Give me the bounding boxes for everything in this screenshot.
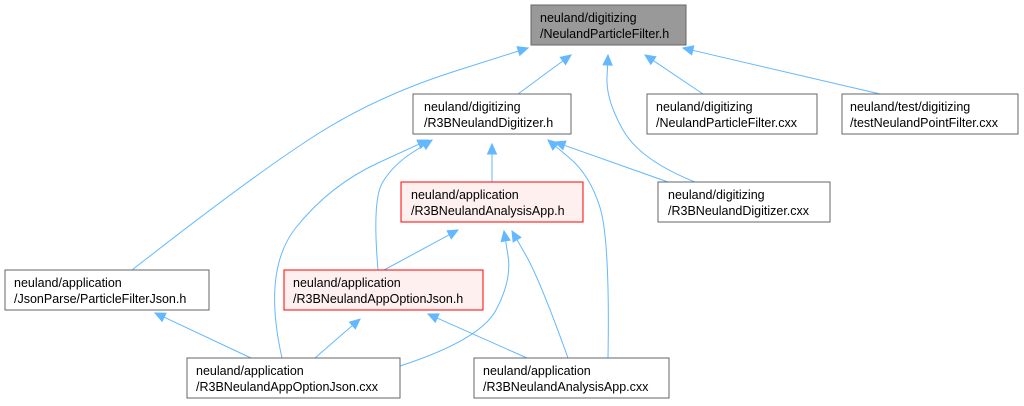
- edge-app-option-json-cxx-to-app-option-json-h: [314, 318, 361, 359]
- node-analysis-app-cxx[interactable]: neuland/application /R3BNeulandAnalysisA…: [473, 357, 670, 399]
- edge-digitizer-cxx-to-particle-filter-h: [602, 53, 696, 183]
- node-particle-filter-h-line2: /NeulandParticleFilter.h: [540, 27, 669, 41]
- node-app-option-json-cxx-line1: neuland/application: [196, 364, 304, 378]
- node-particle-filter-json-h-line2: /JsonParse/ParticleFilterJson.h: [14, 292, 186, 306]
- node-test-point-filter-cxx-line1: neuland/test/digitizing: [850, 100, 970, 114]
- node-analysis-app-cxx-line1: neuland/application: [483, 364, 591, 378]
- node-particle-filter-cxx-line1: neuland/digitizing: [656, 100, 753, 114]
- node-particle-filter-cxx-line2: /NeulandParticleFilter.cxx: [656, 116, 798, 130]
- node-digitizer-h-line2: /R3BNeulandDigitizer.h: [424, 116, 553, 130]
- edge-arrowhead: [511, 229, 522, 243]
- edge-line: [555, 146, 609, 359]
- edge-arrowhead: [500, 229, 511, 243]
- node-app-option-json-h-line1: neuland/application: [293, 276, 401, 290]
- node-app-option-json-h[interactable]: neuland/application /R3BNeulandAppOption…: [283, 269, 484, 311]
- edge-analysis-app-cxx-to-app-option-json-h: [426, 313, 528, 359]
- edge-app-option-json-cxx-to-digitizer-h: [274, 139, 430, 359]
- edge-app-option-json-cxx-to-particle-filter-json-h: [153, 312, 252, 359]
- edge-arrowhead: [446, 229, 460, 240]
- edge-line: [653, 60, 704, 95]
- edge-line: [606, 64, 696, 183]
- node-test-point-filter-cxx-line2: /testNeulandPointFilter.cxx: [850, 116, 999, 130]
- edge-analysis-app-h-to-digitizer-h: [486, 142, 498, 182]
- edge-line: [517, 60, 564, 95]
- edge-arrowhead: [602, 53, 613, 66]
- node-digitizer-cxx[interactable]: neuland/digitizing /R3BNeulandDigitizer.…: [657, 181, 831, 223]
- node-analysis-app-h[interactable]: neuland/application /R3BNeulandAnalysisA…: [400, 181, 584, 223]
- edge-arrowhead: [643, 54, 657, 66]
- edge-line: [131, 50, 519, 271]
- edge-line: [314, 325, 353, 359]
- edge-arrowhead: [559, 54, 572, 66]
- node-digitizer-cxx-line2: /R3BNeulandDigitizer.cxx: [668, 204, 810, 218]
- edges-layer: [131, 45, 881, 367]
- node-particle-filter-cxx[interactable]: neuland/digitizing /NeulandParticleFilte…: [646, 93, 818, 135]
- edge-arrowhead: [348, 318, 361, 330]
- nodes-layer: neuland/digitizing /NeulandParticleFilte…: [4, 4, 1019, 399]
- edge-arrowhead: [486, 142, 498, 155]
- edge-line: [163, 316, 252, 359]
- node-app-option-json-h-line2: /R3BNeulandAppOptionJson.h: [293, 292, 463, 306]
- edge-app-option-json-cxx-to-analysis-app-h: [399, 229, 511, 367]
- node-digitizer-h-line1: neuland/digitizing: [424, 100, 521, 114]
- edge-line: [383, 234, 450, 271]
- node-digitizer-cxx-line1: neuland/digitizing: [668, 188, 765, 202]
- node-particle-filter-h-line1: neuland/digitizing: [540, 11, 637, 25]
- edge-line: [516, 239, 569, 359]
- edge-analysis-app-cxx-to-digitizer-h: [547, 139, 609, 359]
- node-analysis-app-h-line1: neuland/application: [411, 188, 519, 202]
- edge-arrowhead: [516, 46, 530, 57]
- node-analysis-app-h-line2: /R3BNeulandAnalysisApp.h: [411, 204, 565, 218]
- edge-line: [375, 144, 424, 271]
- node-digitizer-h[interactable]: neuland/digitizing /R3BNeulandDigitizer.…: [412, 93, 572, 135]
- edge-digitizer-cxx-to-digitizer-h: [553, 140, 669, 183]
- edge-line: [274, 143, 420, 359]
- edge-arrowhead: [416, 139, 430, 150]
- node-app-option-json-cxx-line2: /R3BNeulandAppOptionJson.cxx: [196, 380, 379, 394]
- edge-particle-filter-json-h-to-particle-filter-h: [131, 46, 530, 271]
- edge-particle-filter-cxx-to-particle-filter-h: [643, 54, 704, 95]
- edge-arrowhead: [426, 313, 440, 324]
- edge-line: [399, 240, 510, 367]
- node-app-option-json-cxx[interactable]: neuland/application /R3BNeulandAppOption…: [186, 357, 401, 399]
- node-particle-filter-h[interactable]: neuland/digitizing /NeulandParticleFilte…: [530, 4, 687, 46]
- edge-line: [436, 317, 528, 359]
- node-particle-filter-json-h[interactable]: neuland/application /JsonParse/ParticleF…: [4, 269, 210, 311]
- edge-app-option-json-h-to-analysis-app-h: [383, 229, 460, 271]
- edge-arrowhead: [547, 139, 560, 151]
- node-analysis-app-cxx-line2: /R3BNeulandAnalysisApp.cxx: [483, 380, 649, 394]
- edge-digitizer-h-to-particle-filter-h: [517, 54, 572, 95]
- edge-line: [564, 144, 669, 183]
- edge-test-point-filter-cxx-to-particle-filter-h: [681, 45, 881, 95]
- edge-analysis-app-cxx-to-analysis-app-h: [511, 229, 569, 359]
- edge-arrowhead: [153, 312, 167, 323]
- edge-arrowhead: [681, 45, 695, 56]
- node-particle-filter-json-h-line1: neuland/application: [14, 276, 122, 290]
- node-test-point-filter-cxx[interactable]: neuland/test/digitizing /testNeulandPoin…: [841, 93, 1019, 135]
- edge-line: [692, 49, 881, 95]
